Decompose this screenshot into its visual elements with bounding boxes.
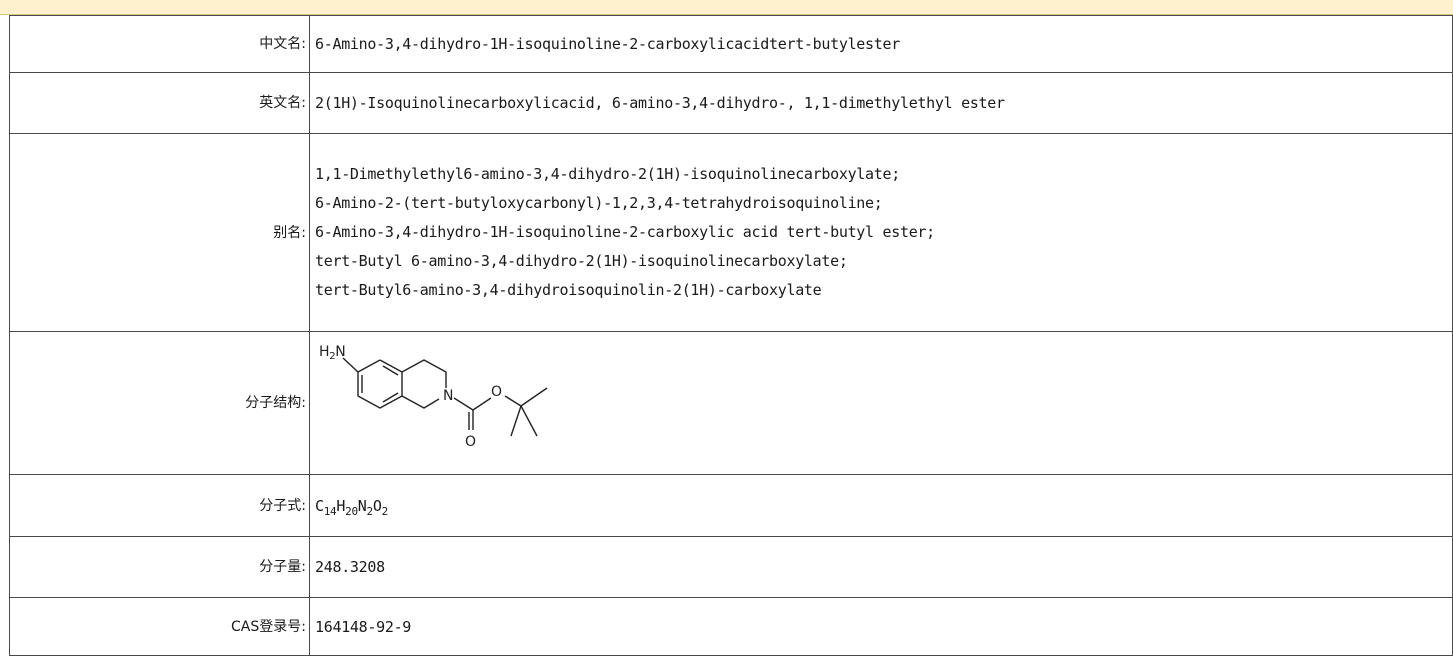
chinese-name-value: 6-Amino-3,4-dihydro-1H-isoquinoline-2-ca… bbox=[309, 15, 1453, 73]
aliases-value: 1,1-Dimethylethyl6-amino-3,4-dihydro-2(1… bbox=[309, 133, 1453, 332]
row-aliases: 别名: 1,1-Dimethylethyl6-amino-3,4-dihydro… bbox=[9, 133, 1453, 332]
carbonyl-oxygen-label: O bbox=[465, 434, 476, 450]
carbamate-bond bbox=[453, 397, 474, 411]
row-structure: 分子结构: bbox=[9, 331, 1453, 475]
saturated-ring bbox=[401, 359, 447, 388]
alias-item: tert-Butyl6-amino-3,4-dihydroisoquinolin… bbox=[315, 281, 822, 299]
chinese-name-label: 中文名: bbox=[9, 15, 310, 73]
aromatic-bond bbox=[382, 365, 399, 376]
aromatic-bond bbox=[382, 392, 399, 403]
formula-count: 2 bbox=[366, 504, 374, 518]
aliases-label: 别名: bbox=[9, 133, 310, 332]
cas-label: CAS登录号: bbox=[9, 597, 310, 656]
english-name-label: 英文名: bbox=[9, 72, 310, 134]
tbutyl-bond bbox=[510, 405, 522, 437]
amine-bond bbox=[342, 357, 359, 373]
row-english-name: 英文名: 2(1H)-Isoquinolinecarboxylicacid, 6… bbox=[9, 72, 1453, 134]
alias-item: 6-Amino-3,4-dihydro-1H-isoquinoline-2-ca… bbox=[315, 223, 935, 241]
row-cas: CAS登录号: 164148-92-9 bbox=[9, 597, 1453, 656]
english-name-value: 2(1H)-Isoquinolinecarboxylicacid, 6-amin… bbox=[309, 72, 1453, 134]
formula-element: O bbox=[372, 496, 382, 515]
formula-element: N bbox=[357, 496, 367, 515]
structure-label: 分子结构: bbox=[9, 331, 310, 475]
compound-properties-table: 中文名: 6-Amino-3,4-dihydro-1H-isoquinoline… bbox=[9, 15, 1453, 656]
alias-item: tert-Butyl 6-amino-3,4-dihydro-2(1H)-iso… bbox=[315, 252, 848, 270]
header-bar bbox=[0, 0, 1453, 15]
alias-item: 1,1-Dimethylethyl6-amino-3,4-dihydro-2(1… bbox=[315, 165, 900, 183]
alias-item: 6-Amino-2-(tert-butyloxycarbonyl)-1,2,3,… bbox=[315, 194, 883, 212]
formula-element: H bbox=[336, 496, 346, 515]
ester-bond bbox=[472, 397, 492, 411]
structure-value: H2N N O O bbox=[309, 331, 1453, 475]
tbutyl-bond bbox=[520, 405, 538, 437]
molecular-weight-label: 分子量: bbox=[9, 536, 310, 598]
amine-label: H2N bbox=[319, 344, 345, 362]
formula-count: 20 bbox=[345, 504, 358, 518]
cas-value: 164148-92-9 bbox=[309, 597, 1453, 656]
formula-element: C bbox=[315, 496, 324, 515]
saturated-ring bbox=[401, 395, 440, 409]
tbutyl-bond bbox=[520, 387, 548, 407]
molecular-structure-diagram: H2N N O O bbox=[319, 344, 548, 450]
formula-count: 14 bbox=[323, 504, 337, 518]
row-formula: 分子式: C14H20N2O2 bbox=[9, 474, 1453, 537]
benzene-ring bbox=[357, 359, 403, 409]
ester-bond bbox=[504, 395, 522, 407]
formula-label: 分子式: bbox=[9, 474, 310, 537]
row-chinese-name: 中文名: 6-Amino-3,4-dihydro-1H-isoquinoline… bbox=[9, 15, 1453, 73]
ester-oxygen-label: O bbox=[491, 384, 502, 400]
ring-nitrogen-label: N bbox=[443, 388, 453, 404]
formula-count: 2 bbox=[381, 504, 389, 518]
row-molecular-weight: 分子量: 248.3208 bbox=[9, 536, 1453, 598]
molecular-weight-value: 248.3208 bbox=[309, 536, 1453, 598]
formula-value: C14H20N2O2 bbox=[309, 474, 1453, 537]
